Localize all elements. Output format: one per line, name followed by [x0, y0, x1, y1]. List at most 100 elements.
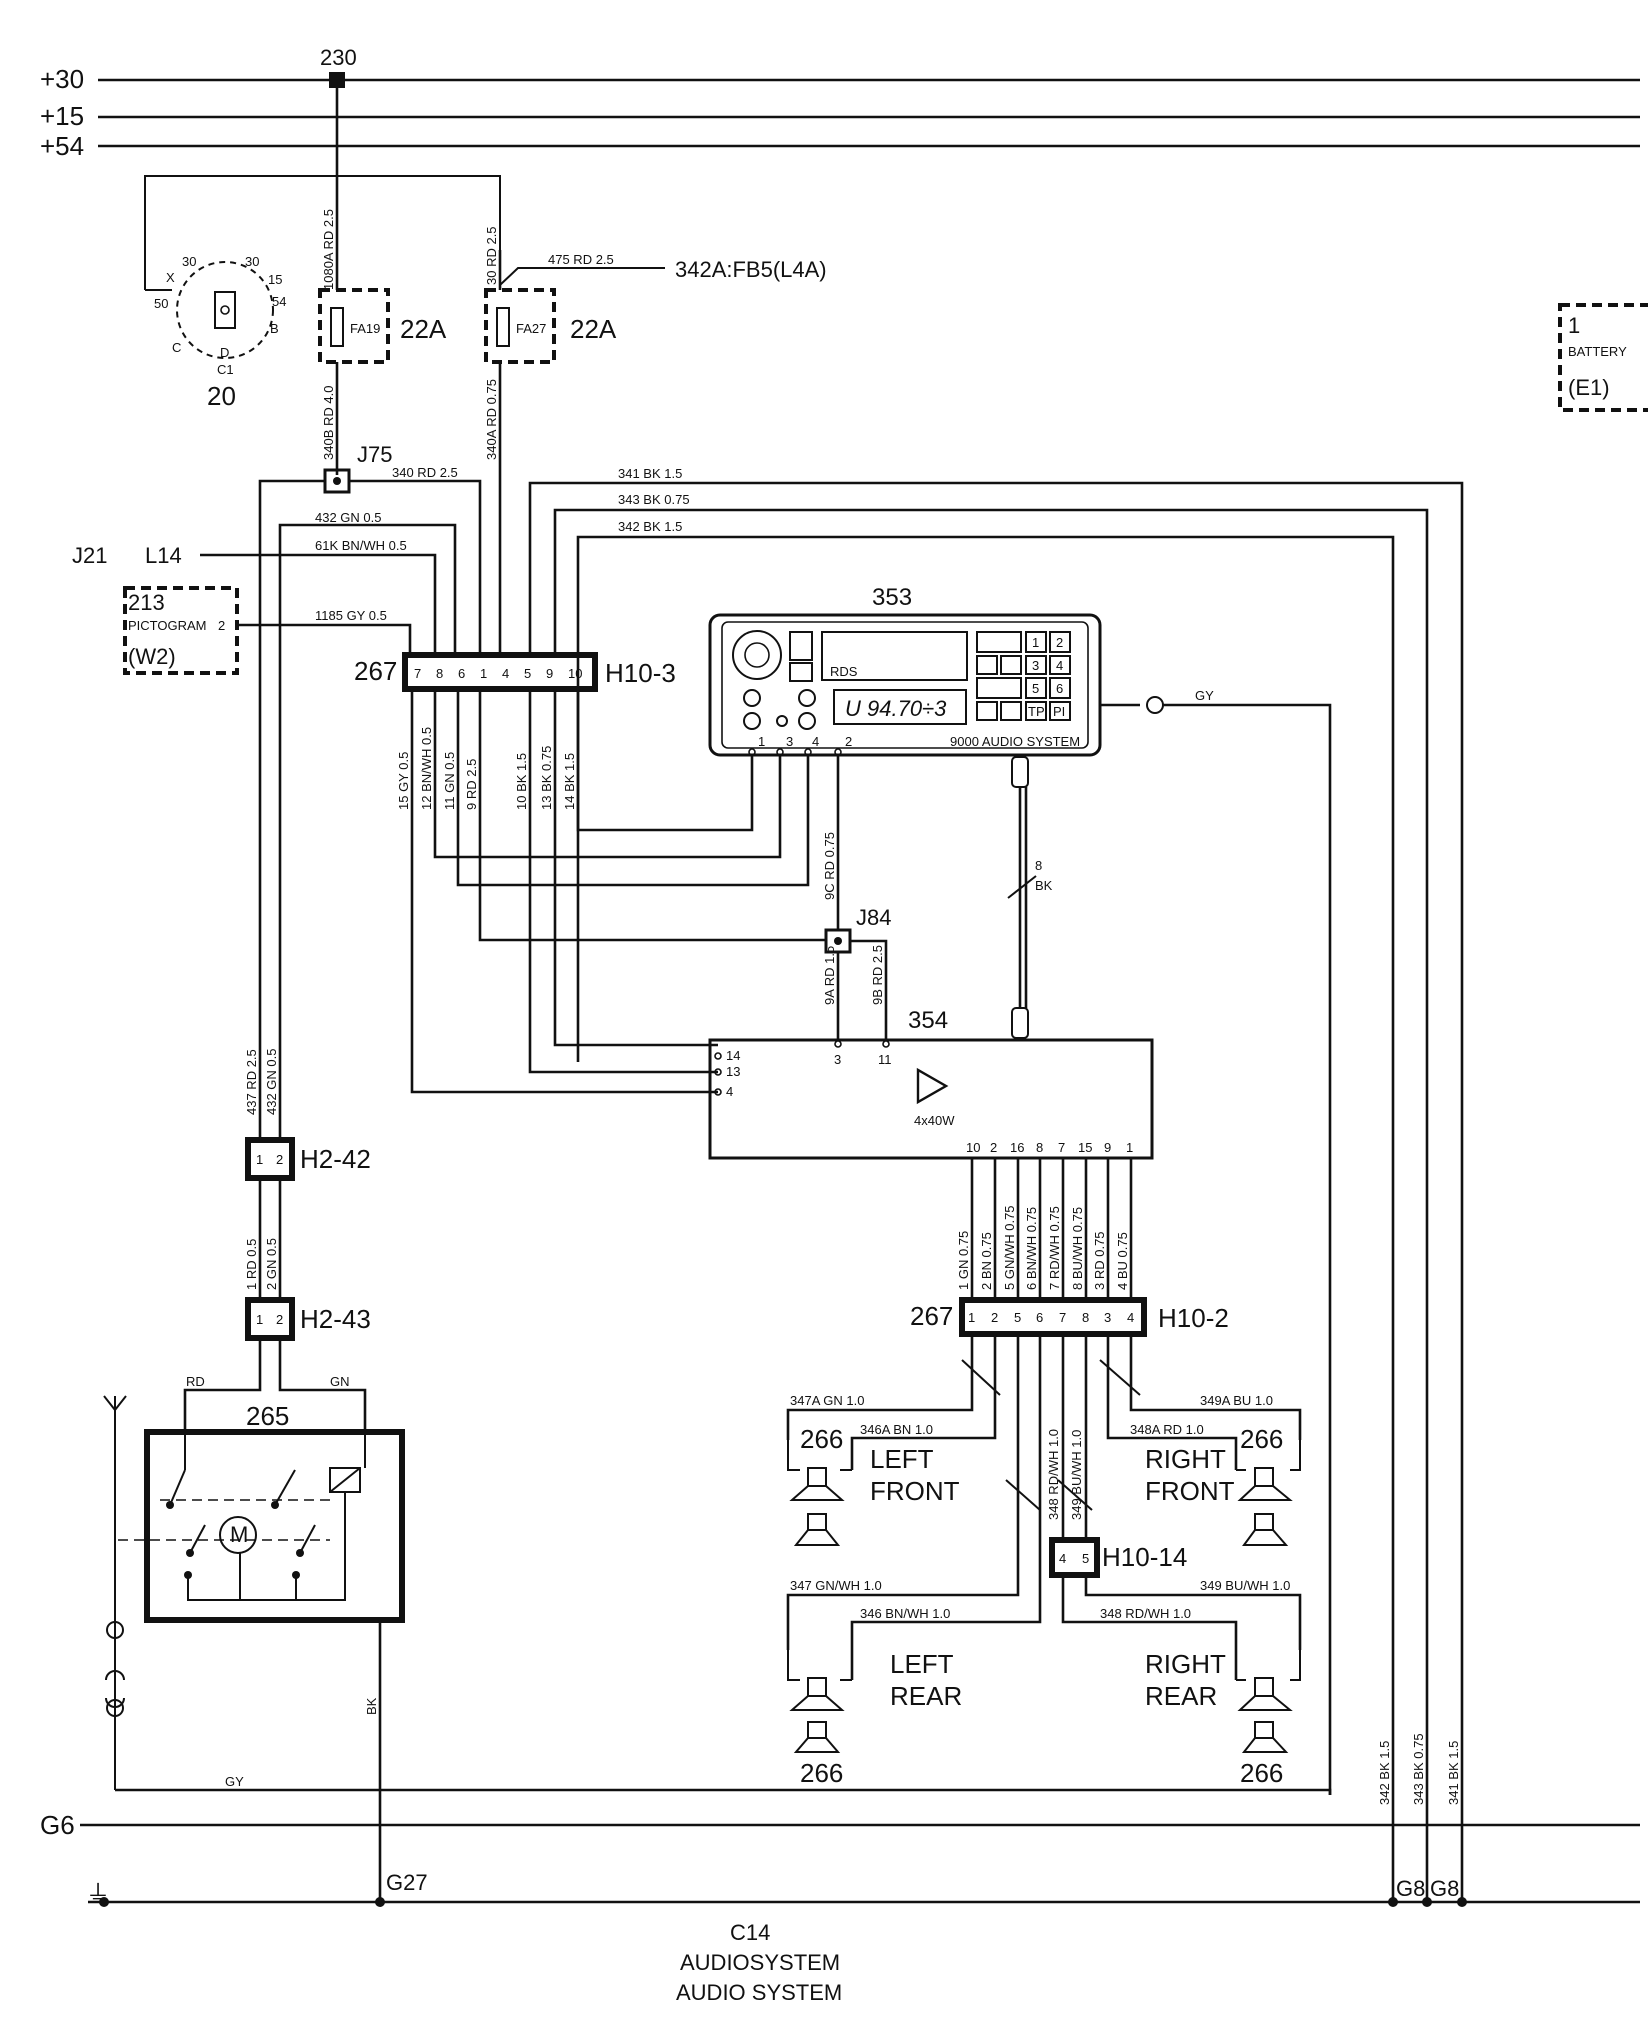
fuse-fa19-label: FA19 — [350, 321, 380, 336]
pictogram-number: 213 — [128, 590, 165, 615]
wire-9-label: 9 RD 2.5 — [464, 759, 479, 810]
h10-3-pin-7: 7 — [414, 666, 421, 681]
h2-42-label: H2-42 — [300, 1144, 371, 1174]
h2-42-pin-2: 2 — [276, 1152, 283, 1167]
h2-42-pin-1: 1 — [256, 1152, 263, 1167]
wire-1-rd-label: 1 RD 0.5 — [244, 1239, 259, 1290]
h10-3-pin-9: 9 — [546, 666, 553, 681]
h10-3-pin-8: 8 — [436, 666, 443, 681]
rail-54-label: +54 — [40, 131, 84, 161]
connector-h10-14: 4 5 H10-14 — [1049, 1537, 1187, 1578]
antenna-cable-gy-label: GY — [1195, 688, 1214, 703]
amplifier-power-label: 4x40W — [914, 1113, 955, 1128]
h10-14-pin-4: 4 — [1059, 1551, 1066, 1566]
fuse-fa27-label: FA27 — [516, 321, 546, 336]
h10-2-pin-1: 1 — [968, 1310, 975, 1325]
node-230-label: 230 — [320, 45, 357, 70]
ground-wire-343-label: 343 BK 0.75 — [1411, 1733, 1426, 1805]
h10-14-label: H10-14 — [1102, 1542, 1187, 1572]
antenna-cable-gy2-label: GY — [225, 1774, 244, 1789]
amp-out-pin-16: 16 — [1010, 1140, 1024, 1155]
wire-2-gn-label: 2 GN 0.5 — [264, 1238, 279, 1290]
speaker-wiring: 347A GN 1.0 346A BN 1.0 349A BU 1.0 348A… — [786, 1334, 1302, 1680]
h10-2-pin-4: 4 — [1127, 1310, 1134, 1325]
speaker-rf-number: 266 — [1240, 1424, 1283, 1454]
ign-pin-b: B — [270, 321, 279, 336]
ign-pin-15: 15 — [268, 272, 282, 287]
out-wire-7-label: 7 RD/WH 0.75 — [1047, 1206, 1062, 1290]
pictogram-location: (W2) — [128, 644, 176, 669]
ground-g8-label-a: G8 — [1396, 1876, 1425, 1901]
ground-wire-342-label: 342 BK 1.5 — [1377, 1741, 1392, 1805]
antenna-bk-label: BK — [364, 1697, 379, 1715]
footer-title-2: AUDIO SYSTEM — [676, 1980, 842, 2005]
antenna-ground-lead: BK — [364, 1620, 382, 1902]
wire-15-label: 15 GY 0.5 — [396, 752, 411, 810]
radio-pin-4: 4 — [812, 734, 819, 749]
wire-30-label: 30 RD 2.5 — [484, 226, 499, 285]
fuse-box-22a-left: 22A — [400, 314, 447, 344]
radio-key-5: 5 — [1032, 681, 1039, 696]
pictogram-label: PICTOGRAM — [128, 618, 207, 633]
h10-2-pin-6: 6 — [1036, 1310, 1043, 1325]
wire-348a-label: 348A RD 1.0 — [1130, 1422, 1204, 1437]
amp-out-pin-15: 15 — [1078, 1140, 1092, 1155]
speaker-lr-label-1: LEFT — [890, 1649, 954, 1679]
fuse-fa19: 1080A RD 2.5 FA19 22A 340B RD 4.0 — [318, 88, 447, 475]
out-wire-3-label: 3 RD 0.75 — [1092, 1231, 1107, 1290]
wire-346a-label: 346A BN 1.0 — [860, 1422, 933, 1437]
battery-reference: 1 BATTERY (E1) — [1558, 303, 1648, 412]
speaker-lf-number: 266 — [800, 1424, 843, 1454]
wire-340a-label: 340A RD 0.75 — [484, 379, 499, 460]
speaker-right-rear: 266 RIGHT REAR — [1145, 1649, 1301, 1788]
h10-3-pin-4: 4 — [502, 666, 509, 681]
node-j21-label: J21 — [72, 543, 107, 568]
wire-347a-label: 347A GN 1.0 — [790, 1393, 864, 1408]
wire-475-label: 475 RD 2.5 — [548, 252, 614, 267]
pictogram-pin: 2 — [218, 618, 225, 633]
out-wire-5-label: 5 GN/WH 0.75 — [1002, 1205, 1017, 1290]
radio-pin-3: 3 — [786, 734, 793, 749]
wire-9b-label: 9B RD 2.5 — [870, 945, 885, 1005]
radio-brand-label: 9000 AUDIO SYSTEM — [950, 734, 1080, 749]
wire-349-buwh-label: 349 BU/WH 1.0 — [1069, 1430, 1084, 1520]
battery-label: BATTERY — [1568, 344, 1627, 359]
ign-pin-30b: 30 — [245, 254, 259, 269]
connector-h10-3: 267 H10-3 7 8 6 1 4 5 9 10 — [354, 652, 676, 692]
amp-output-wiring: 1 GN 0.75 2 BN 0.75 5 GN/WH 0.75 6 BN/WH… — [956, 1158, 1133, 1300]
amp-out-pin-2: 2 — [990, 1140, 997, 1155]
radio-number: 353 — [872, 584, 912, 611]
wire-341-label: 341 BK 1.5 — [618, 466, 682, 481]
antenna-rd-label: RD — [186, 1374, 205, 1389]
wire-9a-label: 9A RD 1.5 — [822, 946, 837, 1005]
wire-349a-label: 349A BU 1.0 — [1200, 1393, 1273, 1408]
wire-343-label: 343 BK 0.75 — [618, 492, 690, 507]
h10-2-pin-5: 5 — [1014, 1310, 1021, 1325]
speaker-rr-number: 266 — [1240, 1758, 1283, 1788]
radio-key-1: 1 — [1032, 635, 1039, 650]
out-wire-1-label: 1 GN 0.75 — [956, 1231, 971, 1290]
ref-342a-label: 342A:FB5(L4A) — [675, 257, 827, 282]
wire-340b-label: 340B RD 4.0 — [321, 386, 336, 460]
speaker-lr-number: 266 — [800, 1758, 843, 1788]
ign-pin-c: C — [172, 340, 181, 355]
radio-key-tp: TP — [1028, 704, 1045, 719]
wire-9c-label: 9C RD 0.75 — [822, 832, 837, 900]
ign-pin-x: X — [166, 270, 175, 285]
radio-amp-cable: 8 BK — [1007, 756, 1053, 1039]
h10-2-pin-7: 7 — [1059, 1310, 1066, 1325]
h10-3-lower-wiring: 15 GY 0.5 12 BN/WH 0.5 11 GN 0.5 9 RD 2.… — [396, 689, 825, 1094]
speaker-lr-label-2: REAR — [890, 1681, 962, 1711]
speaker-rr-label-1: RIGHT — [1145, 1649, 1226, 1679]
pictogram-reference: 213 PICTOGRAM 2 (W2) — [123, 586, 239, 675]
radio-key-4: 4 — [1056, 658, 1063, 673]
antenna-mast-icon: GY — [103, 1395, 1332, 1795]
node-l14-label: L14 — [145, 543, 182, 568]
power-rails: +30 +15 +54 230 — [40, 45, 1640, 161]
h10-2-label: H10-2 — [1158, 1303, 1229, 1333]
node-g27-label: G27 — [386, 1870, 428, 1895]
diagram-footer: C14 AUDIOSYSTEM AUDIO SYSTEM — [676, 1920, 842, 2005]
ground-rails: G6 ⏚ G27 — [40, 1810, 1640, 1908]
amp-pin-3: 3 — [834, 1052, 841, 1067]
